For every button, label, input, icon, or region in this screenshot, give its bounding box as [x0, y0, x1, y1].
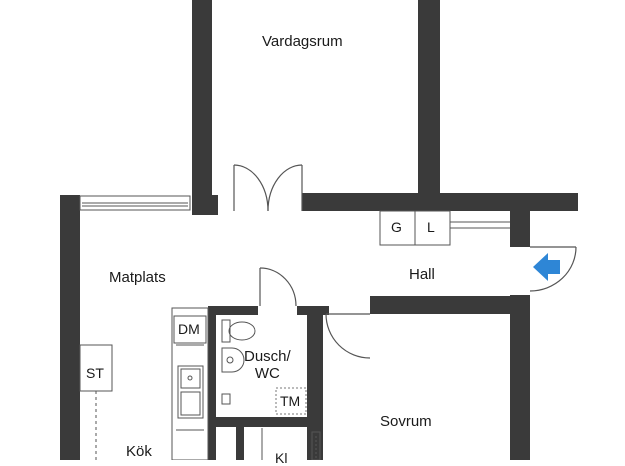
room-label-dusch-wc: Dusch/ WC	[244, 348, 291, 382]
entrance-arrow-icon	[533, 253, 560, 281]
fixture-label-kl: Kl	[275, 450, 288, 466]
door-sovrum	[325, 313, 371, 359]
wall-hall-top-left	[192, 195, 218, 215]
toilet-icon	[221, 319, 256, 343]
wall-sovrum-top	[370, 296, 530, 314]
shower-drain-icon	[221, 393, 231, 405]
wall-outer-left	[60, 195, 80, 460]
room-label-hall: Hall	[409, 266, 435, 283]
entrance-door	[529, 246, 577, 292]
fixture-label-g: G	[391, 219, 402, 235]
wall-inner-kl	[236, 427, 244, 460]
bath-sink-icon	[221, 347, 245, 373]
door-vardagsrum	[233, 164, 303, 212]
wall-hall-top	[302, 193, 578, 211]
fixture-label-st: ST	[86, 365, 104, 381]
fixture-label-tm: TM	[280, 393, 301, 409]
wall-bath-bottom	[208, 417, 323, 427]
door-bath	[259, 267, 297, 307]
fixture-label-dm: DM	[178, 321, 200, 337]
room-label-sovrum: Sovrum	[380, 413, 432, 430]
wall-entrance-top	[510, 211, 530, 247]
room-label-matplats: Matplats	[109, 269, 166, 286]
wall-vardagsrum-right	[418, 0, 440, 193]
wall-bath-top	[208, 306, 258, 315]
window-matplats	[79, 195, 191, 211]
kitchen-counter	[171, 307, 209, 460]
wall-entrance-bottom	[510, 295, 530, 460]
room-label-vardagsrum: Vardagsrum	[262, 33, 343, 50]
wall-vardagsrum-left	[192, 0, 212, 215]
kl-area	[261, 428, 321, 460]
room-label-kok: Kök	[126, 443, 152, 460]
wall-bath-right	[307, 306, 323, 460]
walls	[60, 0, 578, 460]
wall-bath-left	[208, 306, 216, 460]
wardrobe	[379, 210, 510, 246]
dm-box	[173, 315, 207, 344]
st-cabinet	[79, 344, 113, 460]
fixture-label-l: L	[427, 219, 435, 235]
